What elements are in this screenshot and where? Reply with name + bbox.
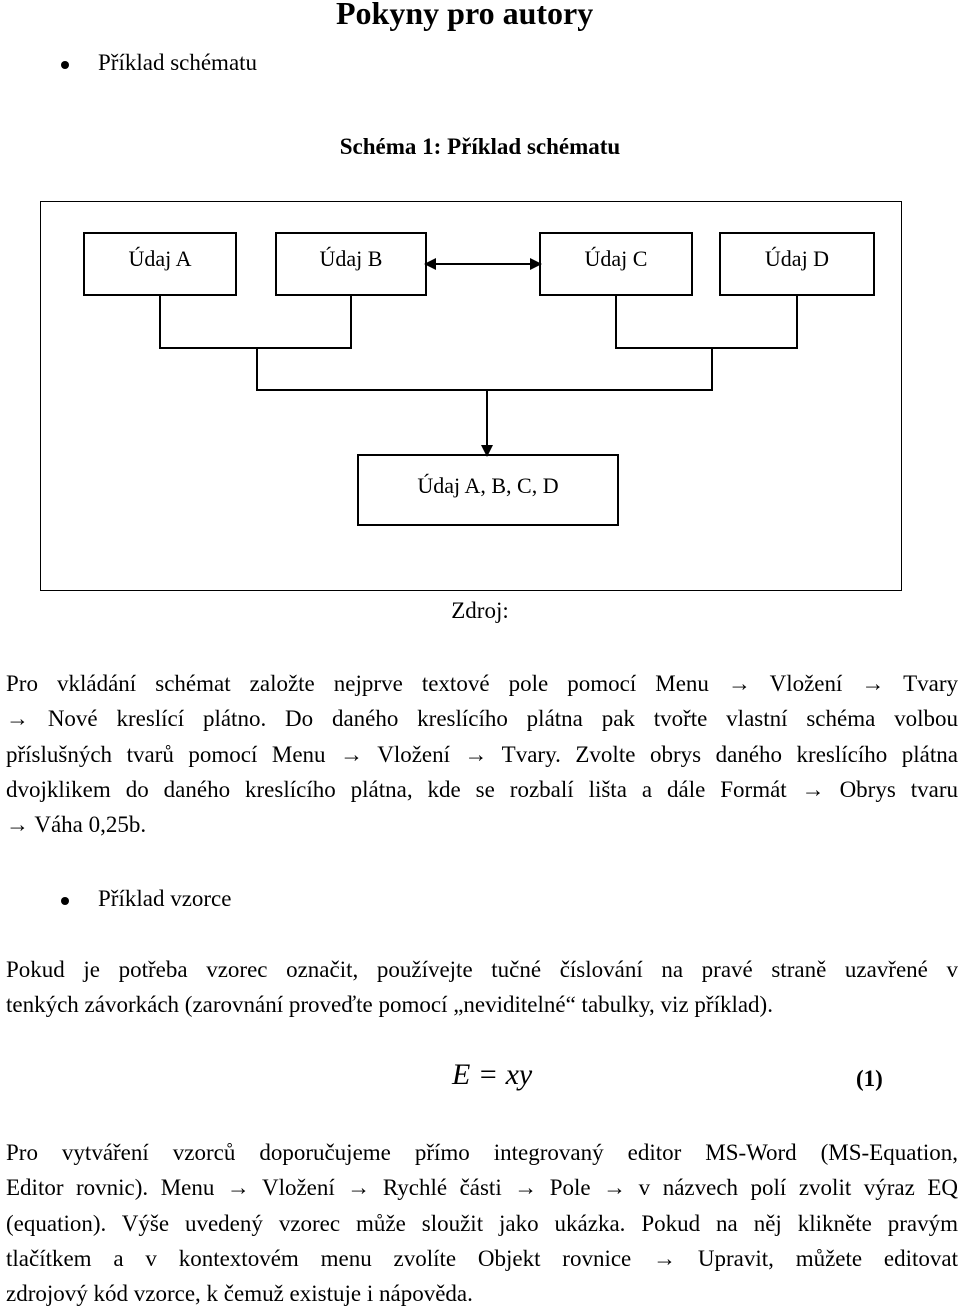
flow-diagram: [83, 232, 875, 526]
paragraph-equation-editor: Pro vytváření vzorců doporučujeme přímo …: [6, 1135, 958, 1311]
paragraph-line: zdrojový kód vzorce, k čemuž existuje i …: [6, 1281, 473, 1307]
connector-merge: [256, 348, 713, 391]
paragraph-schema-instructions: Pro vkládání schémat založte nejprve tex…: [6, 666, 958, 842]
box-label-b: Údaj B: [319, 246, 383, 271]
paragraph-line: Pro vytváření vzorců doporučujeme přímo …: [6, 1140, 958, 1165]
box-label-d: Údaj D: [764, 246, 830, 271]
paragraph-line: → Váha 0,25b.: [6, 812, 147, 838]
equation-expression: E = xy: [452, 1058, 533, 1091]
paragraph-line: Pro vkládání schémat založte nejprve tex…: [6, 671, 958, 696]
connector-a-b: [159, 295, 352, 349]
paragraph-line: Pokud je potřeba vzorec označit, používe…: [6, 957, 958, 982]
page-title: Pokyny pro autory: [336, 0, 594, 31]
bullet-marker: [61, 61, 69, 69]
equation-number: (1): [856, 1066, 883, 1091]
paragraph-line: (equation). Výše uvedený vzorec může slo…: [6, 1210, 958, 1236]
paragraph-line: Editor rovnic). Menu → Vložení → Rychlé …: [6, 1175, 958, 1201]
paragraph-formula-numbering: Pokud je potřeba vzorec označit, používe…: [6, 952, 958, 1023]
box-label-a: Údaj A: [128, 246, 192, 271]
paragraph-line: tenkých závorkách (zarovnání proveďte po…: [6, 992, 773, 1018]
connector-c-d: [615, 295, 798, 349]
bullet-marker: [61, 897, 69, 905]
figure-source: Zdroj:: [451, 598, 509, 623]
section-heading-schema: Příklad schématu: [98, 50, 258, 75]
box-label-c: Údaj C: [584, 246, 648, 271]
paragraph-line: → Nové kreslící plátno. Do daného kreslí…: [6, 706, 958, 732]
box-label-result: Údaj A, B, C, D: [417, 473, 559, 498]
paragraph-line: příslušných tvarů pomocí Menu → Vložení …: [6, 741, 958, 767]
section-heading-formula: Příklad vzorce: [98, 886, 232, 911]
paragraph-line: tlačítkem a v kontextovém menu zvolíte O…: [6, 1245, 958, 1271]
figure-caption: Schéma 1: Příklad schématu: [339, 134, 621, 159]
paragraph-line: dvojklikem do daného kreslícího plátna, …: [6, 776, 958, 802]
diagram-frame: [40, 201, 902, 591]
